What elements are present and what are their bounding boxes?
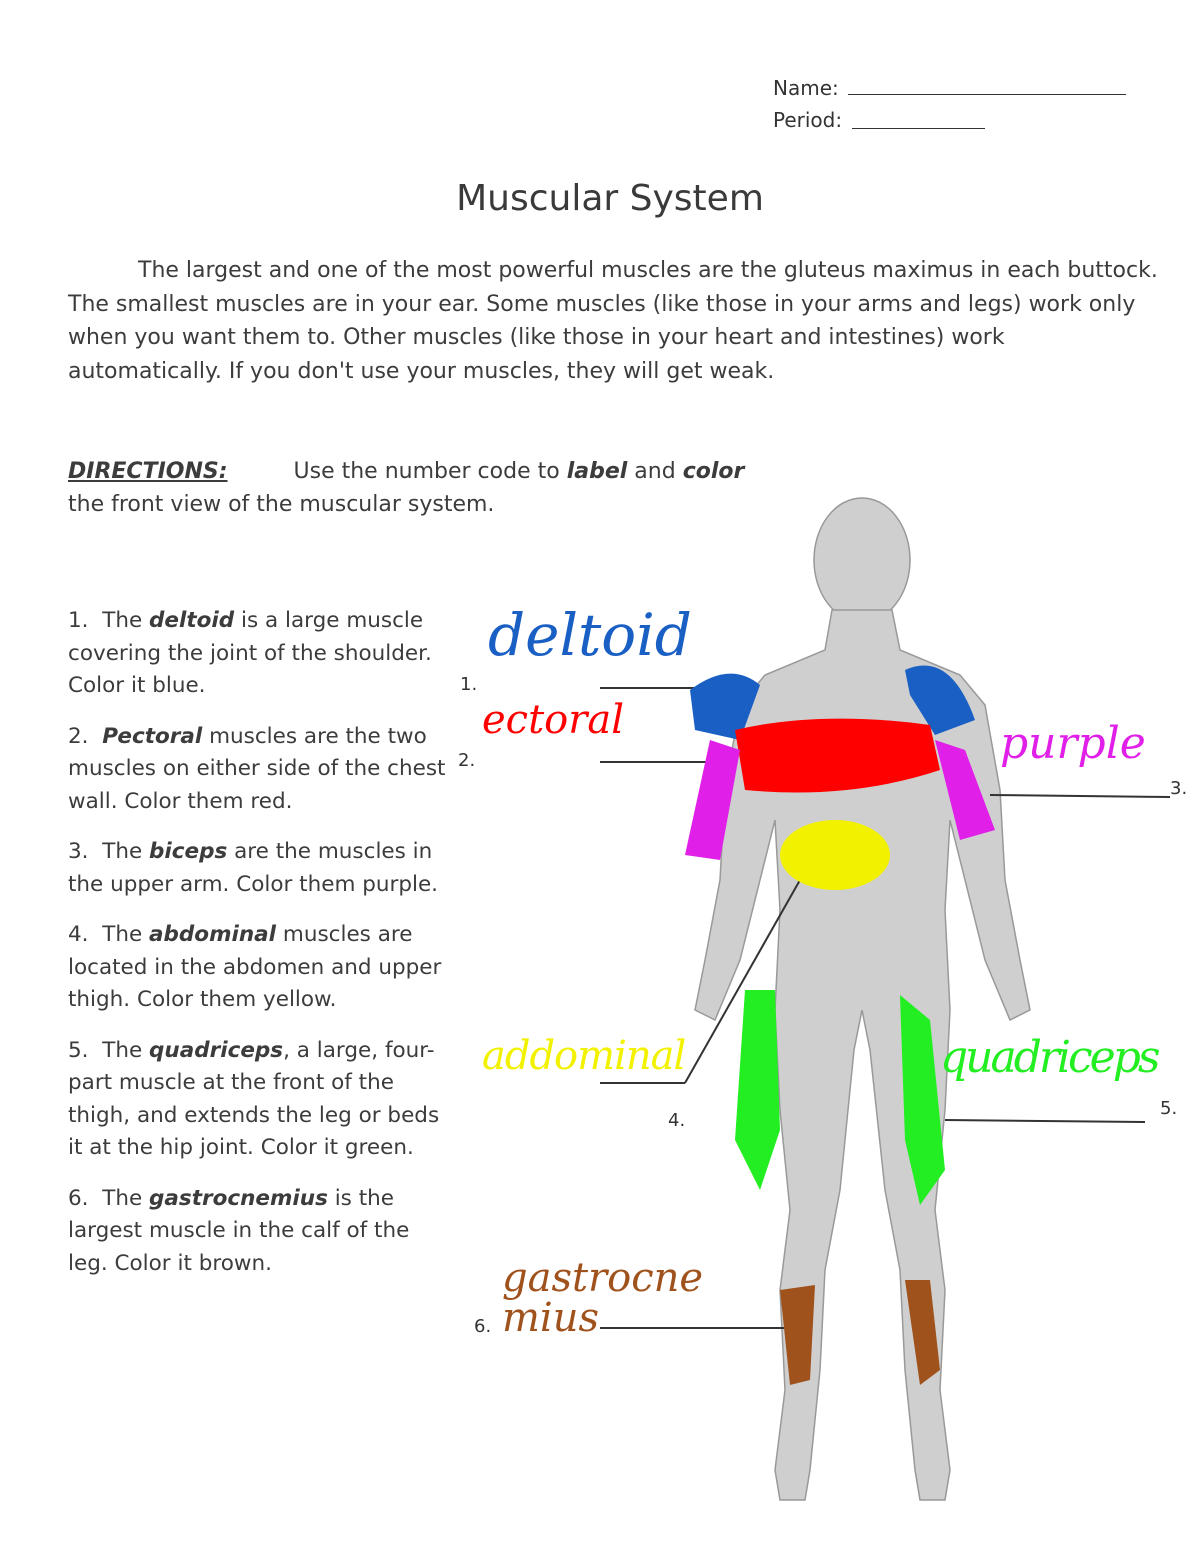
label-number: 5. — [1160, 1098, 1178, 1119]
body-silhouette — [694, 497, 1031, 1501]
item-pre: The — [102, 922, 150, 947]
item-term: biceps — [149, 839, 228, 864]
item-post: muscles are located in the abdomen and u… — [68, 922, 442, 1012]
handwritten-answer[interactable]: ectoral — [482, 697, 624, 743]
item-pre: The — [102, 839, 150, 864]
item-pre: The — [102, 1185, 150, 1211]
directions-label: DIRECTIONS: — [68, 459, 228, 484]
label-number: 4. — [668, 1110, 686, 1131]
item-number: 1. — [68, 608, 89, 633]
label-number: 6. — [474, 1316, 492, 1337]
instruction-item: 1. The deltoid is a large muscle coverin… — [68, 605, 453, 703]
label-lines — [600, 687, 1171, 1329]
item-post: is a large muscle covering the joint of … — [68, 608, 432, 698]
directions-em-label: label — [566, 459, 628, 484]
item-post: muscles are the two muscles on either si… — [68, 723, 446, 814]
colored-muscles — [685, 665, 995, 1385]
item-number: 6. — [68, 1185, 89, 1211]
item-term: abdominal — [149, 922, 277, 947]
handwritten-answer[interactable]: addominal — [482, 1033, 686, 1079]
item-term: deltoid — [149, 608, 235, 633]
item-post: , a large, four-part muscle at the front… — [68, 1037, 440, 1161]
item-number: 5. — [68, 1037, 89, 1063]
intro-text: The largest and one of the most powerful… — [68, 258, 1158, 384]
handwritten-answer[interactable]: quadriceps — [940, 1032, 1160, 1083]
muscular-figure — [600, 497, 1171, 1501]
page-title: Muscular System — [456, 178, 764, 219]
directions-text-c: the front view of the muscular system. — [68, 492, 495, 517]
item-number: 2. — [68, 723, 89, 749]
handwritten-answer[interactable]: purple — [1000, 718, 1146, 769]
label-number: 2. — [458, 750, 476, 771]
label-number: 1. — [460, 674, 478, 695]
label-number: 3. — [1170, 778, 1188, 799]
instruction-list: 1. The deltoid is a large muscle coverin… — [68, 605, 453, 1280]
directions-text-b: and — [627, 459, 683, 484]
name-label: Name: — [773, 76, 839, 100]
item-term: quadriceps — [149, 1037, 284, 1063]
directions: DIRECTIONS:Use the number code to label … — [68, 455, 744, 521]
item-number: 4. — [68, 922, 89, 947]
intro-paragraph: The largest and one of the most powerful… — [68, 254, 1158, 388]
item-post: are the muscles in the upper arm. Color … — [68, 839, 439, 897]
item-term: Pectoral — [102, 723, 203, 749]
directions-text-a: Use the number code to — [293, 459, 567, 484]
directions-em-color: color — [682, 459, 745, 484]
name-field[interactable] — [848, 94, 1126, 95]
item-term: gastrocnemius — [149, 1185, 328, 1211]
instruction-item: 2. Pectoral muscles are the two muscles … — [68, 721, 453, 819]
item-number: 3. — [68, 839, 89, 864]
period-field[interactable] — [852, 128, 985, 129]
instruction-item: 6. The gastrocnemius is the largest musc… — [68, 1183, 453, 1281]
instruction-item: 3. The biceps are the muscles in the upp… — [68, 836, 453, 901]
instruction-item: 4. The abdominal muscles are located in … — [68, 919, 453, 1017]
period-label: Period: — [773, 108, 843, 132]
item-pre: The — [102, 1037, 150, 1063]
handwritten-answer[interactable]: deltoid — [488, 601, 692, 669]
handwritten-answer[interactable]: gastrocne mius — [502, 1255, 704, 1341]
instruction-item: 5. The quadriceps, a large, four-part mu… — [68, 1035, 453, 1165]
item-post: is the largest muscle in the calf of the… — [68, 1185, 410, 1276]
item-pre: The — [102, 608, 150, 633]
